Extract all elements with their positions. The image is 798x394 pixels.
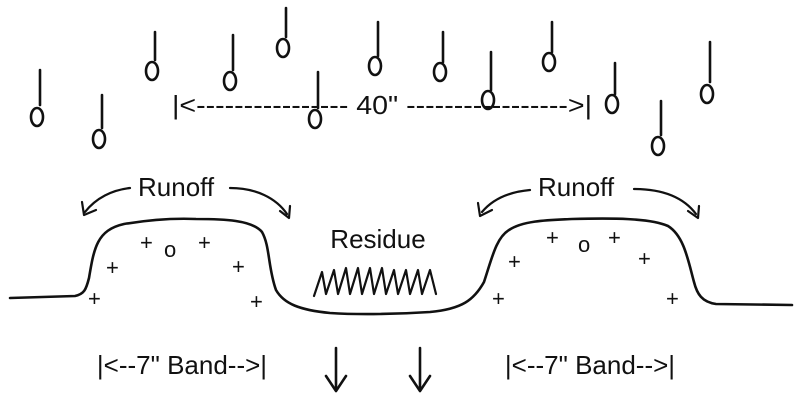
runoff-arrowhead-left-outward: [80, 200, 98, 217]
infiltration-arrows: [324, 346, 432, 393]
raindrop: [604, 61, 620, 115]
plus-sign: +: [140, 230, 153, 255]
plus-sign: +: [666, 286, 679, 311]
down-arrow-head: [408, 374, 432, 393]
plus-sign: +: [638, 246, 651, 271]
runoff-arrowhead-right-outward: [686, 204, 701, 220]
down-arrow-head: [324, 374, 348, 393]
seed-symbol: o: [578, 232, 590, 257]
raindrop: [699, 40, 715, 105]
runoff-arrow-left-outward: [83, 186, 132, 214]
runoff-arrow-right-inward: [480, 188, 532, 214]
raindrop: [480, 50, 496, 111]
raindrop: [91, 93, 107, 150]
raindrop: [650, 99, 666, 157]
residue-label: Residue: [330, 224, 425, 254]
raindrop: [275, 6, 291, 59]
raindrop: [144, 30, 160, 82]
left-bed-symbols: + o + + + + +: [88, 230, 263, 314]
runoff-arrow-right-outward: [632, 187, 698, 216]
soil-surface-line: [8, 217, 794, 316]
plus-sign: +: [106, 255, 119, 280]
runoff-arrowhead-left-inward: [278, 204, 292, 220]
runoff-arrow-left-inward: [228, 186, 289, 216]
raindrop: [432, 30, 448, 83]
plus-sign: +: [492, 286, 505, 311]
plus-sign: +: [250, 289, 263, 314]
runoff-label-right: Runoff: [538, 172, 615, 202]
raindrop: [541, 20, 557, 73]
plus-sign: +: [546, 225, 559, 250]
raindrop: [307, 70, 323, 130]
raindrop: [29, 68, 45, 128]
plus-sign: +: [198, 230, 211, 255]
right-bed-symbols: + o + + + + +: [492, 225, 679, 311]
plus-sign: +: [608, 225, 621, 250]
runoff-arrowhead-right-inward: [476, 201, 494, 218]
residue-zigzag: [312, 266, 438, 298]
row-spacing-label: |<---------------- 40" -----------------…: [172, 90, 592, 120]
runoff-label-left: Runoff: [138, 172, 215, 202]
seed-symbol: o: [164, 237, 176, 262]
raindrop: [367, 20, 383, 77]
raindrops: [29, 6, 715, 157]
band-width-label-left: |<--7" Band-->|: [97, 350, 267, 380]
plus-sign: +: [88, 286, 101, 311]
raindrop: [222, 33, 238, 92]
band-width-label-right: |<--7" Band-->|: [505, 350, 675, 380]
plus-sign: +: [508, 249, 521, 274]
plus-sign: +: [232, 254, 245, 279]
